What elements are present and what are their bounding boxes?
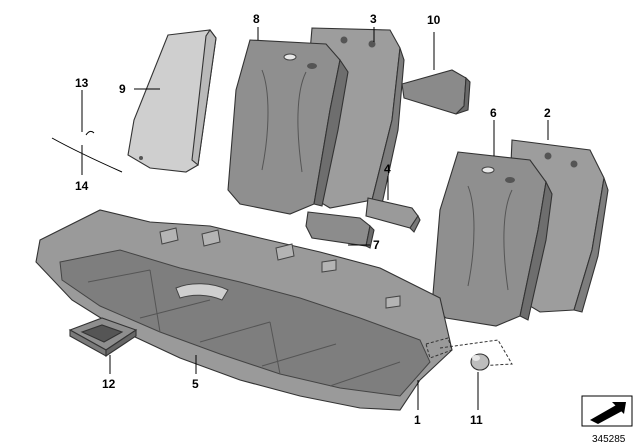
part-9-foam-pad[interactable] xyxy=(127,29,217,173)
callout-1[interactable]: 1 xyxy=(414,413,421,427)
leader-lines xyxy=(81,27,549,410)
part-7-center-block[interactable] xyxy=(305,211,375,249)
part-5-seat-cushion[interactable] xyxy=(35,209,453,411)
part-11-grommet[interactable] xyxy=(470,353,490,371)
part-13-14-clip-wire[interactable] xyxy=(51,130,123,173)
callout-11[interactable]: 11 xyxy=(470,413,483,427)
callout-labels: 8 3 10 9 13 14 2 6 4 7 5 1 11 12 xyxy=(75,12,551,427)
callout-6[interactable]: 6 xyxy=(490,106,497,120)
callout-12[interactable]: 12 xyxy=(102,377,116,391)
callout-10[interactable]: 10 xyxy=(427,13,441,27)
reference-number: 345285 xyxy=(592,434,626,445)
part-10-headrest-pad[interactable] xyxy=(401,69,471,115)
callout-8[interactable]: 8 xyxy=(253,12,260,26)
callout-4[interactable]: 4 xyxy=(384,162,391,176)
part-8-backrest-cover-left[interactable] xyxy=(227,39,349,215)
part-6-backrest-cover-right[interactable] xyxy=(431,151,553,327)
callout-2[interactable]: 2 xyxy=(544,106,551,120)
callout-3[interactable]: 3 xyxy=(370,12,377,26)
callout-7[interactable]: 7 xyxy=(373,238,380,252)
callout-14[interactable]: 14 xyxy=(75,179,89,193)
callout-5[interactable]: 5 xyxy=(192,377,199,391)
part-4-side-bolster[interactable] xyxy=(365,197,421,233)
callout-9[interactable]: 9 xyxy=(119,82,126,96)
view-orientation-icon xyxy=(581,395,633,427)
callout-13[interactable]: 13 xyxy=(75,76,89,90)
part-1-seat-frame-clip[interactable] xyxy=(425,337,513,367)
part-12-tray[interactable] xyxy=(68,317,138,358)
